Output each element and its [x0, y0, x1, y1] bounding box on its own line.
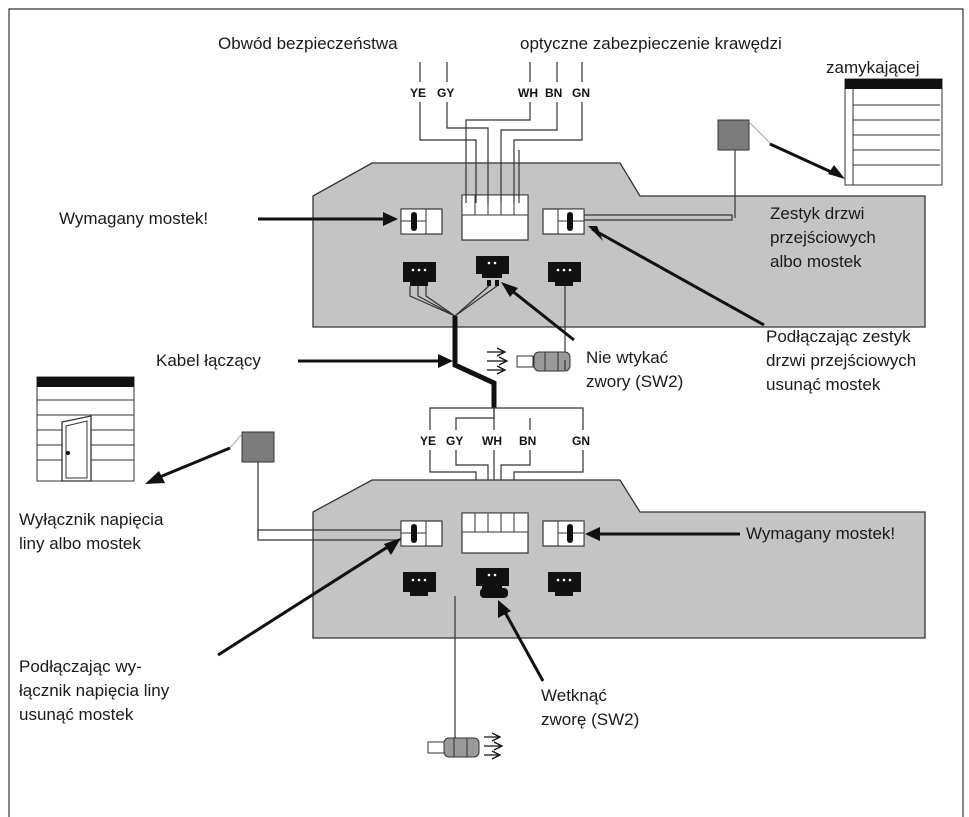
wire-label-wh-bottom: WH — [482, 434, 502, 448]
label-optical-edge-line2: zamykającej — [826, 58, 920, 77]
door-with-wicket-icon — [36, 376, 135, 482]
inserted-jumper — [480, 588, 508, 598]
label-connect-slack-line2: łącznik napięcia liny — [19, 681, 170, 700]
label-no-jumper-line2: zwory (SW2) — [586, 372, 683, 391]
top-terminal-block — [461, 194, 529, 241]
wire-label-bn-bottom: BN — [519, 434, 536, 448]
label-bridge-required-bottom: Wymagany mostek! — [746, 524, 895, 543]
label-no-jumper-line1: Nie wtykać — [586, 348, 669, 367]
jumper-not-inserted-icon — [487, 347, 571, 375]
top-harness — [409, 285, 566, 370]
bottom-terminal-block — [461, 512, 529, 554]
top-incoming-wires — [419, 62, 583, 203]
top-socket-right — [548, 262, 581, 286]
bottom-socket-sw2 — [476, 568, 509, 598]
wire-label-ye-bottom: YE — [420, 434, 436, 448]
label-slack-switch-line1: Wyłącznik napięcia — [19, 510, 164, 529]
label-insert-jumper-line1: Wetknąć — [541, 686, 607, 705]
bottom-control-board — [312, 479, 926, 639]
wire-label-gy-bottom: GY — [446, 434, 463, 448]
annotation-arrows — [145, 142, 845, 682]
label-wicket-contact-line1: Zestyk drzwi — [770, 204, 864, 223]
bottom-jumper-cable — [427, 596, 504, 760]
top-socket-left — [403, 262, 436, 286]
wire-label-gn-bottom: GN — [572, 434, 590, 448]
label-wicket-contact-line3: albo mostek — [770, 252, 862, 271]
label-slack-switch-line2: liny albo mostek — [19, 534, 141, 553]
wire-label-gn-top: GN — [572, 86, 590, 100]
wicket-contact-switch — [717, 119, 750, 151]
wicket-door-contact — [584, 119, 772, 221]
slack-switch-box — [241, 431, 275, 463]
label-connecting-cable: Kabel łączący — [156, 351, 261, 370]
label-connect-wicket-line1: Podłączając zestyk — [766, 327, 911, 346]
frame — [8, 8, 964, 817]
label-connect-wicket-line2: drzwi przejściowych — [766, 351, 916, 370]
connecting-cable — [452, 316, 497, 408]
label-connect-slack-line3: usunąć mostek — [19, 705, 134, 724]
top-right-bridge-terminal — [542, 208, 585, 235]
top-socket-sw2 — [476, 256, 509, 286]
top-left-bridge-terminal — [400, 208, 443, 235]
bottom-left-bridge-terminal — [400, 520, 443, 547]
label-wicket-contact-line2: przejściowych — [770, 228, 876, 247]
bottom-right-bridge-terminal — [542, 520, 585, 547]
sectional-door-icon — [844, 78, 943, 186]
wire-label-gy-top: GY — [437, 86, 454, 100]
slack-rope-switch — [229, 431, 401, 541]
label-optical-edge-line1: optyczne zabezpieczenie krawędzi — [520, 34, 782, 53]
label-safety-circuit: Obwód bezpieczeństwa — [218, 34, 398, 53]
wire-label-bn-top: BN — [545, 86, 562, 100]
bottom-socket-right — [548, 572, 581, 596]
label-connect-slack-line1: Podłączając wy- — [19, 657, 142, 676]
wire-label-wh-top: WH — [518, 86, 538, 100]
bottom-socket-left — [403, 572, 436, 596]
wire-label-ye-top: YE — [410, 86, 426, 100]
label-connect-wicket-line3: usunąć mostek — [766, 375, 881, 394]
label-bridge-required-top: Wymagany mostek! — [59, 209, 208, 228]
label-insert-jumper-line2: zworę (SW2) — [541, 710, 639, 729]
